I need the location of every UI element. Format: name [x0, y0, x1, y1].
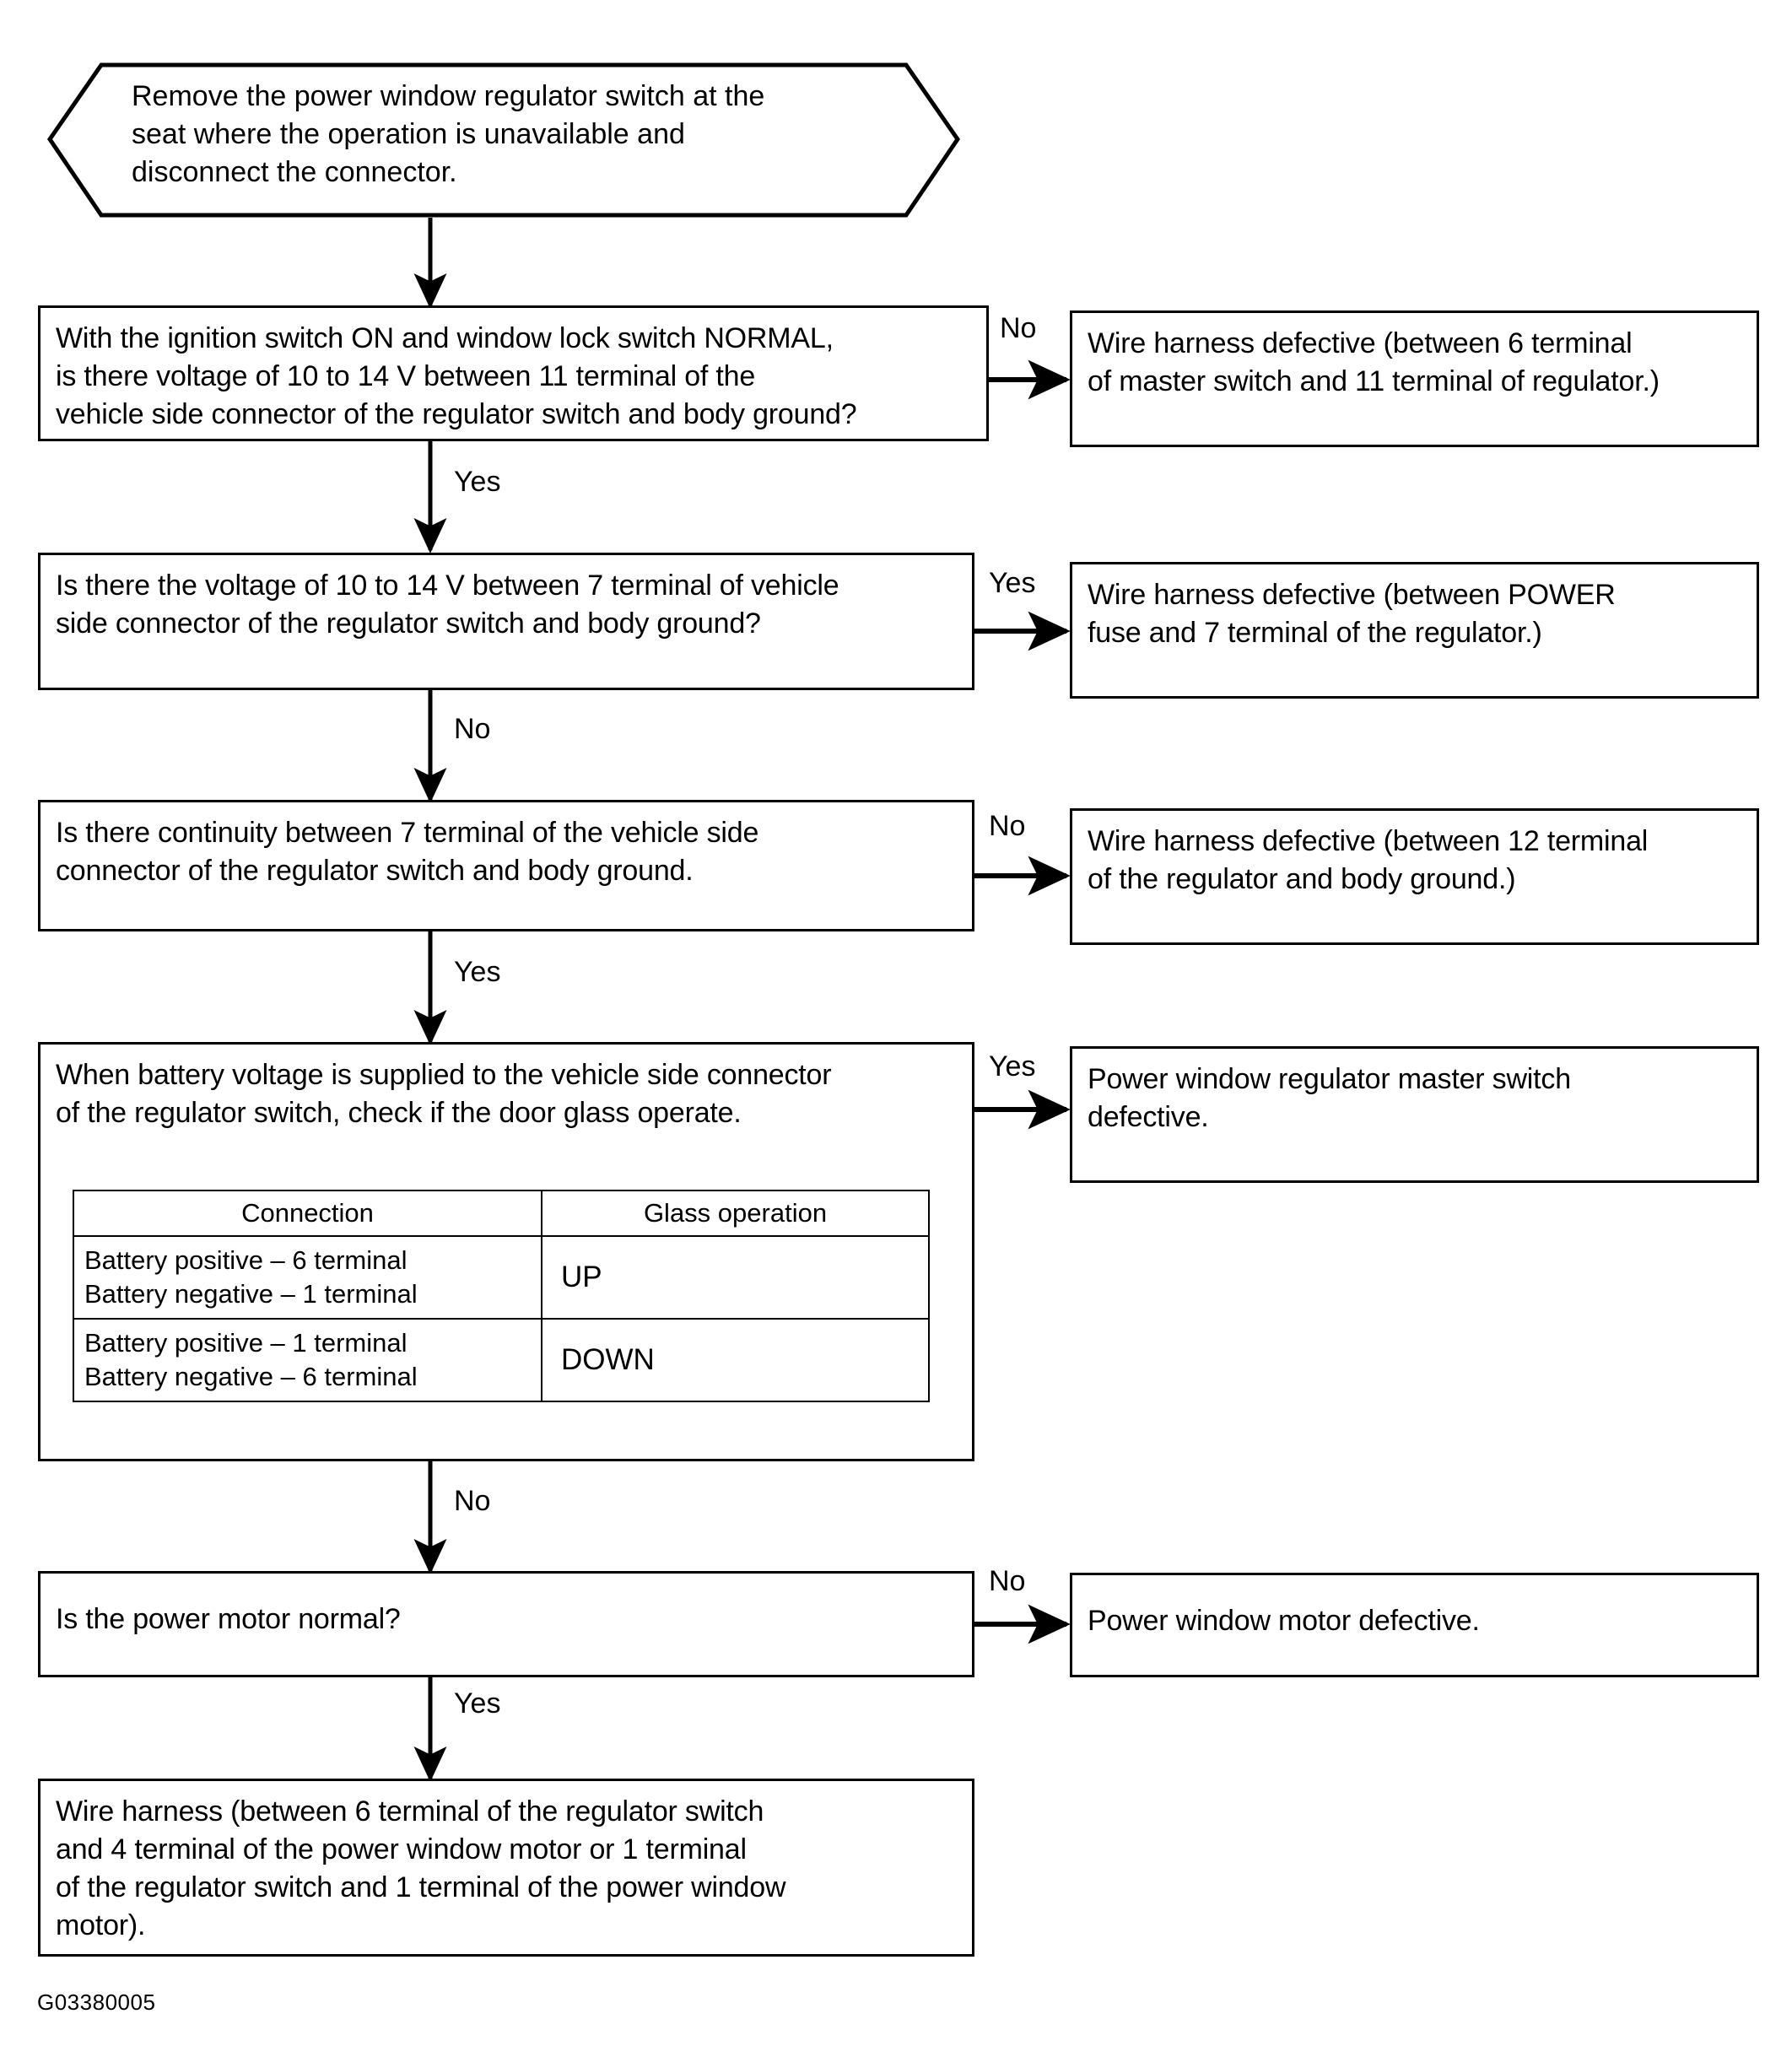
- node-q3-text: Is there continuity between 7 terminal o…: [56, 817, 759, 887]
- edge-label-q5-yes: Yes: [454, 1687, 501, 1720]
- figure-id-label: G03380005: [37, 1990, 156, 2015]
- table-cell-connection-up: Battery positive – 6 terminal Battery ne…: [73, 1235, 542, 1320]
- node-r1-wire-harness-master-switch[interactable]: Wire harness defective (between 6 termin…: [1070, 310, 1759, 447]
- edge-label-q3-yes: Yes: [454, 956, 501, 988]
- node-q3-continuity-7-terminal[interactable]: Is there continuity between 7 terminal o…: [38, 800, 974, 931]
- edge-label-q1-yes: Yes: [454, 466, 501, 498]
- node-end-wire-harness-motor[interactable]: Wire harness (between 6 terminal of the …: [38, 1779, 974, 1957]
- table-row: Battery positive – 1 terminal Battery ne…: [73, 1318, 930, 1402]
- edge-label-q5-no: No: [989, 1565, 1026, 1597]
- edge-label-q1-no: No: [1000, 312, 1037, 344]
- node-q2-text: Is there the voltage of 10 to 14 V betwe…: [56, 570, 839, 640]
- node-start-hexagon[interactable]: Remove the power window regulator switch…: [47, 62, 960, 218]
- edge-label-q4-yes: Yes: [989, 1050, 1036, 1082]
- node-q4-text: When battery voltage is supplied to the …: [56, 1059, 832, 1129]
- table-header-connection: Connection: [73, 1190, 542, 1237]
- hexagon-shape: [47, 62, 960, 218]
- table-cell-operation-up: UP: [541, 1235, 930, 1320]
- node-q2-voltage-7-terminal[interactable]: Is there the voltage of 10 to 14 V betwe…: [38, 553, 974, 690]
- node-r5-text: Power window motor defective.: [1088, 1605, 1480, 1637]
- edge-label-q2-yes: Yes: [989, 567, 1036, 599]
- edge-label-q3-no: No: [989, 810, 1026, 842]
- edge-label-q2-no: No: [454, 713, 491, 745]
- node-r3-text: Wire harness defective (between 12 termi…: [1088, 825, 1649, 895]
- node-r4-master-switch-defective[interactable]: Power window regulator master switch def…: [1070, 1046, 1759, 1183]
- edge-label-q4-no: No: [454, 1485, 491, 1517]
- node-q4-battery-voltage-check[interactable]: When battery voltage is supplied to the …: [38, 1042, 974, 1461]
- table-cell-connection-down: Battery positive – 1 terminal Battery ne…: [73, 1318, 542, 1402]
- node-r2-text: Wire harness defective (between POWER fu…: [1088, 579, 1616, 649]
- table-cell-operation-down: DOWN: [541, 1318, 930, 1402]
- node-q1-voltage-11-terminal[interactable]: With the ignition switch ON and window l…: [38, 305, 989, 441]
- node-q5-text: Is the power motor normal?: [56, 1603, 401, 1635]
- node-r5-motor-defective[interactable]: Power window motor defective.: [1070, 1573, 1759, 1677]
- table-header-glass-operation: Glass operation: [541, 1190, 930, 1237]
- node-r3-wire-harness-12-terminal[interactable]: Wire harness defective (between 12 termi…: [1070, 808, 1759, 945]
- table-row: Battery positive – 6 terminal Battery ne…: [73, 1235, 930, 1320]
- node-q1-text: With the ignition switch ON and window l…: [56, 322, 857, 430]
- glass-operation-table: Connection Glass operation Battery posit…: [73, 1190, 930, 1402]
- node-r4-text: Power window regulator master switch def…: [1088, 1063, 1571, 1133]
- node-r2-wire-harness-power-fuse[interactable]: Wire harness defective (between POWER fu…: [1070, 562, 1759, 699]
- node-r1-text: Wire harness defective (between 6 termin…: [1088, 327, 1660, 397]
- node-end-text: Wire harness (between 6 terminal of the …: [56, 1795, 786, 1941]
- node-q5-power-motor-normal[interactable]: Is the power motor normal?: [38, 1571, 974, 1677]
- table-header-row: Connection Glass operation: [73, 1190, 930, 1237]
- node-start-text: Remove the power window regulator switch…: [132, 80, 765, 188]
